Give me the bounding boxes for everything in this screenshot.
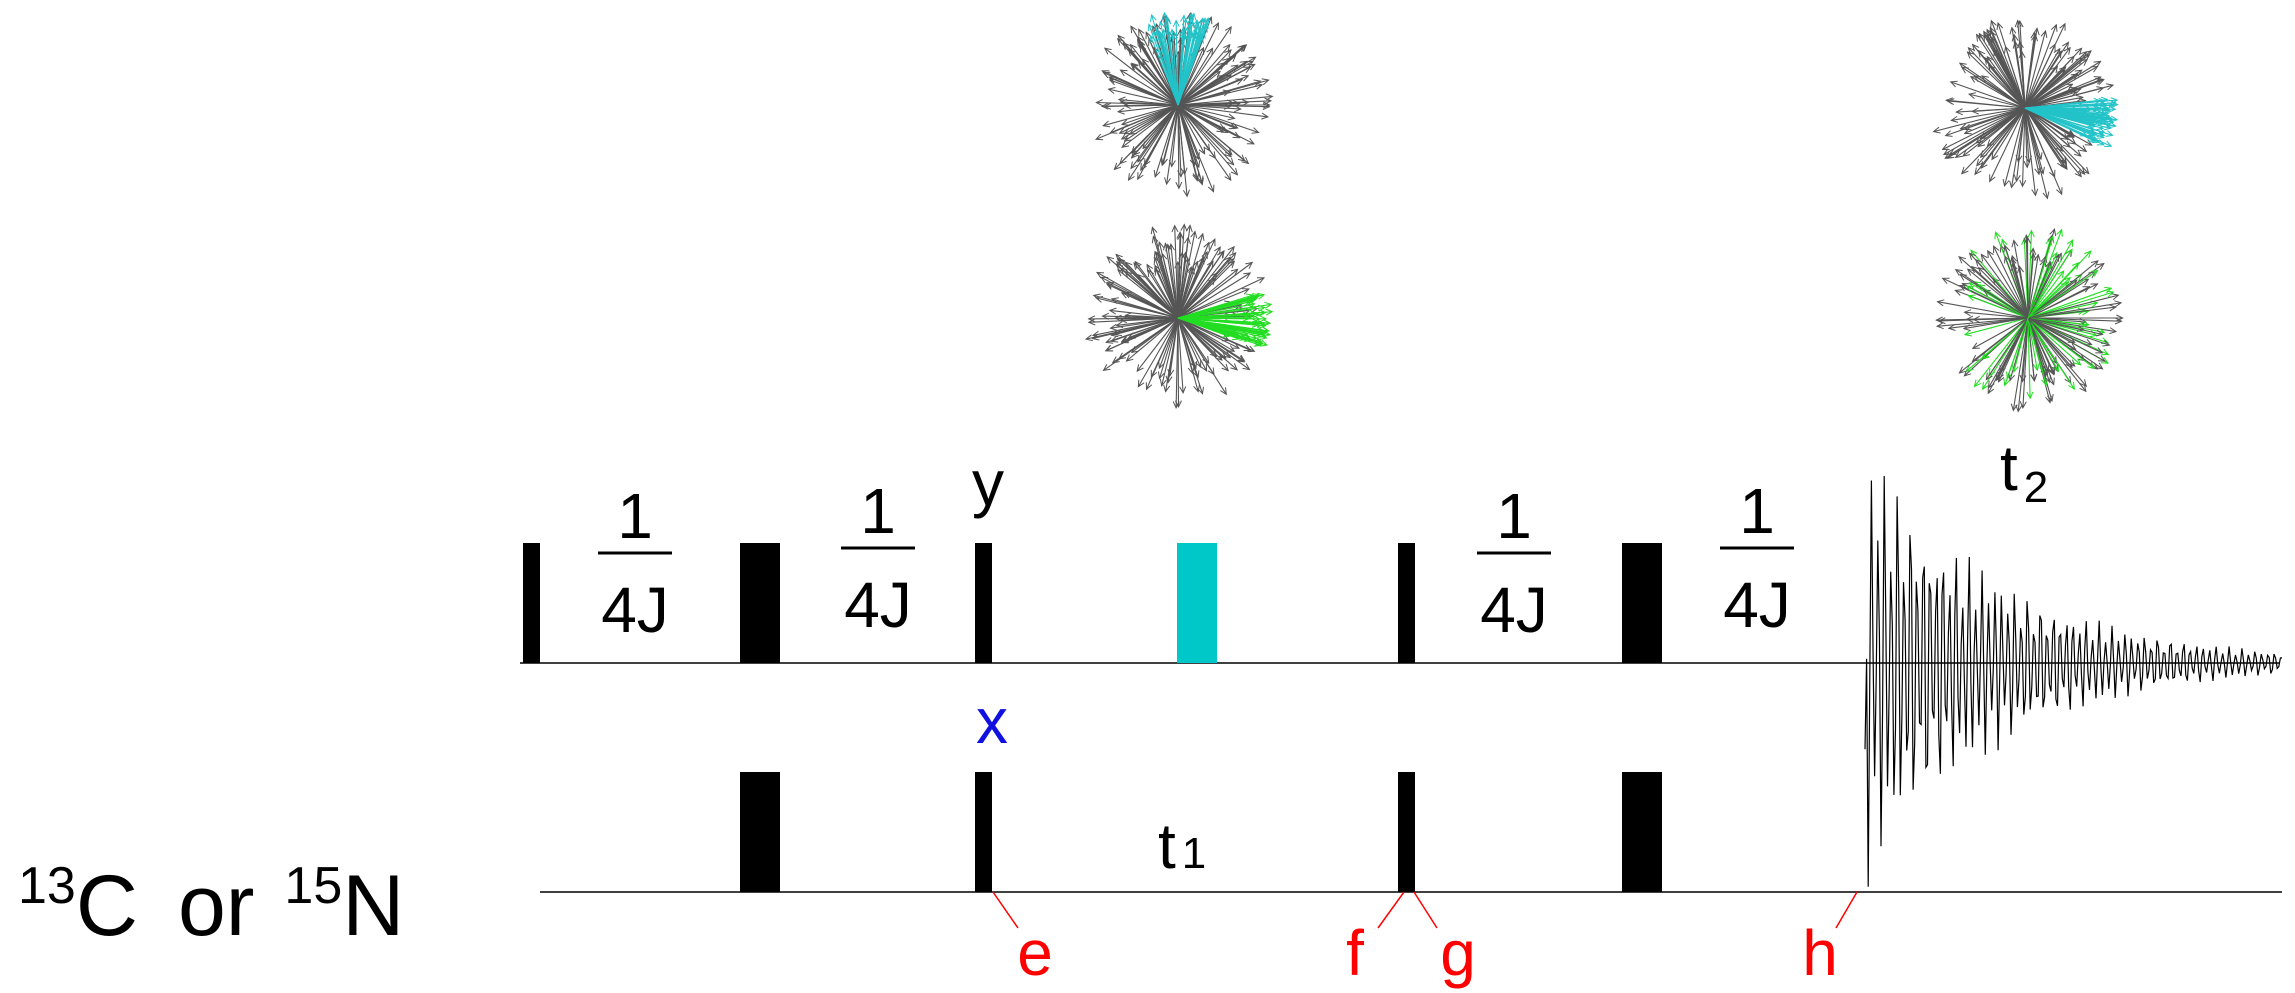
svg-text:g: g xyxy=(1440,917,1476,989)
delay-fraction-2: 1 4J xyxy=(841,475,915,641)
proton-pulse-180-1 xyxy=(740,543,780,663)
svg-text:f: f xyxy=(1346,917,1364,989)
proton-pulse-90-2 xyxy=(1398,543,1415,663)
marker-g: g xyxy=(1413,891,1476,989)
proton-selective-pulse xyxy=(1177,543,1217,663)
svg-text:4J: 4J xyxy=(844,569,912,641)
proton-pulse-180-2 xyxy=(1622,543,1662,663)
hetero-pulse-90-1 xyxy=(975,772,992,892)
svg-text:4J: 4J xyxy=(1723,569,1791,641)
proton-pulse-90-1 xyxy=(523,543,540,663)
fid-signal-icon xyxy=(1864,475,2283,887)
spin-vector-sphere-icon xyxy=(1095,11,1274,198)
proton-pulse-90-y xyxy=(975,543,992,663)
delay-fraction-1: 1 4J xyxy=(598,480,672,646)
svg-text:1: 1 xyxy=(860,475,896,547)
hetero-pulse-180-2 xyxy=(1622,772,1662,892)
svg-text:h: h xyxy=(1802,917,1838,989)
phase-label-y: y xyxy=(972,447,1004,519)
svg-text:1: 1 xyxy=(617,480,653,552)
delay-fraction-3: 1 4J xyxy=(1477,480,1551,646)
marker-e: e xyxy=(992,891,1053,989)
spin-vector-sphere-icon xyxy=(1932,19,2119,200)
marker-h: h xyxy=(1802,891,1858,989)
svg-text:e: e xyxy=(1017,917,1053,989)
hetero-pulse-90-2 xyxy=(1398,772,1415,892)
hetero-pulse-180-1 xyxy=(740,772,780,892)
spin-vector-sphere-icon xyxy=(1935,227,2124,413)
svg-text:4J: 4J xyxy=(1480,574,1548,646)
svg-text:1: 1 xyxy=(1739,475,1775,547)
delay-fraction-4: 1 4J xyxy=(1720,475,1794,641)
svg-text:1: 1 xyxy=(1496,480,1532,552)
svg-text:4J: 4J xyxy=(601,574,669,646)
marker-f: f xyxy=(1346,891,1405,989)
phase-label-x: x xyxy=(976,685,1008,757)
spin-vector-sphere-icon xyxy=(1084,223,1274,410)
